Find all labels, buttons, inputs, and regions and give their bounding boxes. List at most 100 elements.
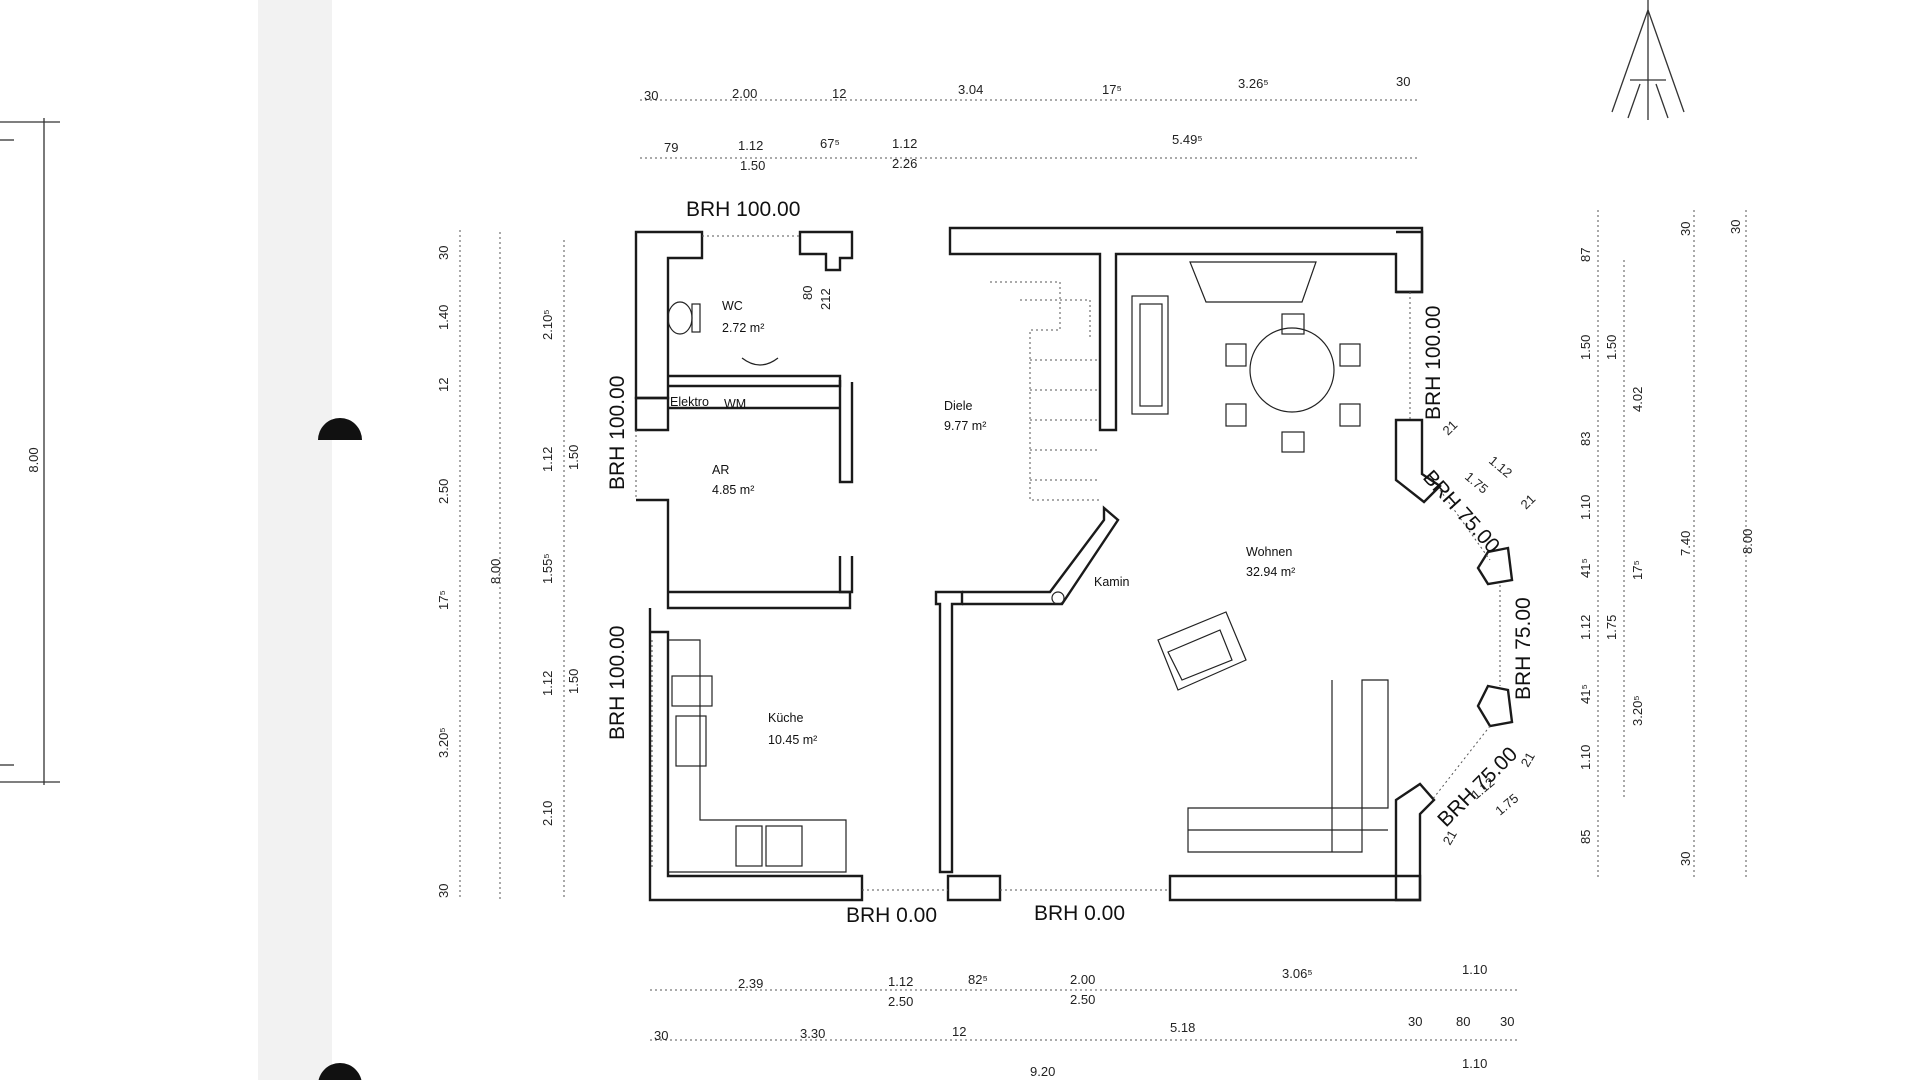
dim-text: 85 <box>1578 830 1593 844</box>
dim-text: 2.10⁵ <box>540 309 555 340</box>
room-area-kueche: 10.45 m² <box>768 733 817 747</box>
sofa-icon <box>1131 295 1169 415</box>
dim-text: 87 <box>1578 248 1593 262</box>
dim-text: 30 <box>644 88 658 103</box>
dim-text: 2.00 <box>732 86 757 101</box>
right-dimension-column-2: 1.50 4.02 17⁵ 1.75 3.20⁵ <box>1604 260 1645 800</box>
dim-text: 17⁵ <box>1102 82 1122 97</box>
dim-text: 17⁵ <box>1630 560 1645 580</box>
dim-text: 79 <box>664 140 678 155</box>
label-elektro: Elektro <box>670 395 709 409</box>
dim-text: 1.10 <box>1578 495 1593 520</box>
room-name-ar: AR <box>712 463 729 477</box>
dim-text: 1.50 <box>566 445 581 470</box>
right-dimension-column-4: 30 8.00 <box>1728 210 1755 880</box>
dim-text: 41⁵ <box>1578 684 1593 704</box>
dining-table-icon <box>1225 313 1361 453</box>
punch-hole-mark <box>318 418 362 440</box>
room-area-diele: 9.77 m² <box>944 419 986 433</box>
dim-text: 30 <box>1500 1014 1514 1029</box>
room-name-kueche: Küche <box>768 711 803 725</box>
dim-text: 30 <box>1728 220 1743 234</box>
dim-text: 30 <box>654 1028 668 1043</box>
dim-text: 3.26⁵ <box>1238 76 1269 91</box>
dim-text: 5.18 <box>1170 1020 1195 1035</box>
dim-text: 82⁵ <box>968 972 988 987</box>
dim-text: 30 <box>436 246 451 260</box>
dim-text: 21 <box>1440 827 1460 847</box>
dim-text: 2.10 <box>540 801 555 826</box>
room-name-wohnen: Wohnen <box>1246 545 1292 559</box>
dim-text: 8.00 <box>488 559 503 584</box>
dim-text: 3.06⁵ <box>1282 966 1313 981</box>
label-kamin: Kamin <box>1094 575 1129 589</box>
left-dimension-total: 8.00 <box>488 232 503 900</box>
dim-text: 1.75 <box>1604 615 1619 640</box>
dim-text: 30 <box>1396 74 1410 89</box>
north-arrow-icon <box>1611 0 1685 120</box>
dim-text: 1.10 <box>1578 745 1593 770</box>
window-openings <box>635 235 1501 891</box>
dim-text: 1.12 <box>738 138 763 153</box>
toilet-icon <box>667 301 701 335</box>
dim-text: 83 <box>1578 432 1593 446</box>
dim-text: 12 <box>436 378 451 392</box>
room-name-diele: Diele <box>944 399 973 413</box>
right-dimension-column-3: 30 7.40 30 <box>1678 210 1695 880</box>
dim-text: 1.12 <box>540 671 555 696</box>
dim-text: 7.40 <box>1678 531 1693 556</box>
staircase <box>990 281 1100 501</box>
dim-text: 1.10 <box>1462 962 1487 977</box>
chimney-icon <box>1051 591 1065 605</box>
dim-text: 1.10 <box>1462 1056 1487 1071</box>
dim-text: 2.00 <box>1070 972 1095 987</box>
dim-text: 30 <box>1408 1014 1422 1029</box>
bay-window-dimensions: 21 1.12 1.75 21 21 1.12 1.75 21 <box>1440 417 1539 847</box>
label-wm: WM <box>724 397 746 411</box>
top-dimension-row-2: 79 1.12 1.50 67⁵ 1.12 2.26 5.49⁵ <box>640 132 1420 173</box>
left-outer-dimension: 8.00 <box>0 118 60 785</box>
dim-text: 1.12 <box>1578 615 1593 640</box>
dim-text: 21 <box>1518 491 1539 512</box>
bottom-dimension-row-2: 30 3.30 12 5.18 30 80 30 <box>650 1014 1520 1043</box>
dim-text: 3.04 <box>958 82 983 97</box>
room-area-wohnen: 32.94 m² <box>1246 565 1295 579</box>
dim-text: 1.55⁵ <box>540 553 555 584</box>
dim-text: 1.50 <box>1578 335 1593 360</box>
brh-label-bay-middle: BRH 75.00 <box>1512 597 1535 700</box>
dim-text: 2.26 <box>892 156 917 171</box>
dim-text: 2.50 <box>1070 992 1095 1007</box>
armchair-icon <box>1157 611 1247 691</box>
brh-label-top-left: BRH 100.00 <box>686 198 800 221</box>
dim-text: 3.20⁵ <box>1630 695 1645 726</box>
dim-text: 9.20 <box>1030 1064 1055 1079</box>
exterior-walls <box>634 226 1514 902</box>
dim-wc-door-width: 80 <box>800 286 815 300</box>
dim-text: 1.75 <box>1492 791 1521 819</box>
dim-text: 21 <box>1518 749 1538 769</box>
dim-wc-door-height: 212 <box>818 288 833 310</box>
dim-text: 30 <box>436 884 451 898</box>
brh-label-bay-top: BRH 75.00 <box>1418 466 1504 558</box>
brh-label-bottom-middle: BRH 0.00 <box>1034 902 1125 925</box>
bottom-dimension-row-3: 9.20 1.10 <box>1030 1056 1487 1079</box>
room-name-wc: WC <box>722 299 743 313</box>
dim-text: 1.12 <box>892 136 917 151</box>
top-dimension-row-1: 30 2.00 12 3.04 17⁵ 3.26⁵ 30 <box>640 74 1420 103</box>
dim-text: 2.50 <box>888 994 913 1009</box>
brh-label-bottom-left: BRH 0.00 <box>846 904 937 927</box>
dim-text: 12 <box>952 1024 966 1039</box>
brh-label-left-upper: BRH 100.00 <box>606 376 629 490</box>
dim-text: 1.50 <box>566 669 581 694</box>
left-dimension-column-2: 2.10⁵ 1.12 1.50 1.55⁵ 1.12 1.50 2.10 <box>540 240 581 900</box>
corner-sofa-icon <box>1187 679 1389 853</box>
dim-text: 1.40 <box>436 305 451 330</box>
dim-text: 30 <box>1678 222 1693 236</box>
brh-label-left-lower: BRH 100.00 <box>606 626 629 740</box>
dim-text: 2.50 <box>436 479 451 504</box>
dim-text: 1.75 <box>1462 469 1491 497</box>
left-dimension-column-1: 30 1.40 12 2.50 17⁵ 3.20⁵ 30 <box>436 230 461 900</box>
brh-label-right-upper: BRH 100.00 <box>1422 306 1445 420</box>
kitchen-counter-icon <box>667 639 847 873</box>
